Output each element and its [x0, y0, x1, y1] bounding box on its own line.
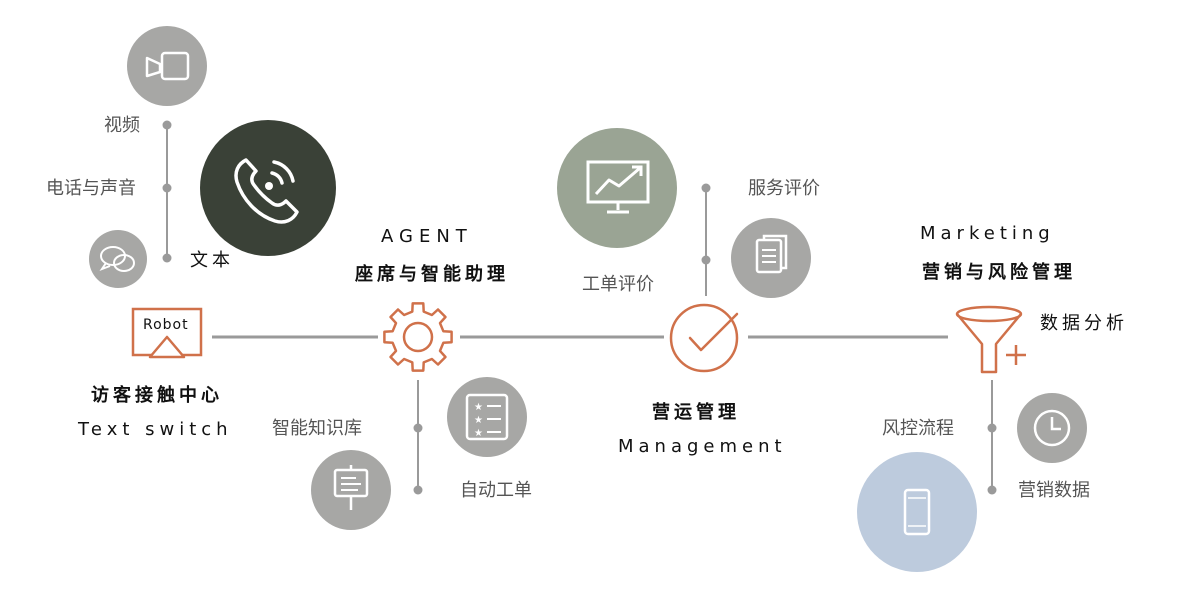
label-marketing-data: 营销数据 [1018, 480, 1090, 501]
document-icon [731, 218, 811, 298]
phone-icon [200, 120, 336, 256]
stage4-dot-risk [987, 423, 997, 433]
ticket-list-icon: ★ ★ ★ [447, 377, 527, 457]
robot-monitor-icon [131, 307, 203, 359]
svg-text:★: ★ [474, 428, 483, 439]
funnel-icon [955, 305, 1026, 374]
stage3-dot-ticket [701, 255, 711, 265]
mobile-icon [857, 452, 977, 572]
video-icon [127, 26, 207, 106]
stage1-title-en: Text switch [78, 419, 233, 440]
stage4-title-cn: 营销与风险管理 [922, 262, 1076, 283]
robot-label: Robot [143, 317, 189, 333]
label-service-eval: 服务评价 [748, 178, 820, 199]
check-icon [669, 303, 739, 373]
kb-sign-icon [311, 450, 391, 530]
label-text: 文本 [190, 250, 234, 271]
stage1-dot-video [162, 120, 172, 130]
stage1-title-cn: 访客接触中心 [91, 385, 223, 406]
label-data-analysis: 数据分析 [1040, 313, 1128, 334]
stage4-dot-marketing [987, 485, 997, 495]
trend-monitor-icon [557, 128, 677, 248]
label-risk-flow: 风控流程 [882, 418, 954, 439]
label-phone-voice: 电话与声音 [46, 178, 136, 199]
stage2-title-cn: 座席与智能助理 [355, 264, 509, 285]
svg-text:★: ★ [474, 402, 483, 413]
stage2-title-en: AGENT [381, 226, 473, 247]
label-auto-ticket: 自动工单 [460, 480, 532, 501]
stage3-dot-service [701, 183, 711, 193]
stage3-title-en: Management [618, 436, 787, 457]
chat-icon [89, 230, 147, 288]
stage2-dot-ticket [413, 485, 423, 495]
label-knowledge-base: 智能知识库 [272, 418, 362, 439]
stage2-dot-kb [413, 423, 423, 433]
stage3-title-cn: 营运管理 [652, 402, 740, 423]
label-video: 视频 [104, 115, 140, 136]
stage4-title-en: Marketing [920, 223, 1055, 244]
gear-icon [383, 302, 453, 372]
clock-icon [1017, 393, 1087, 463]
svg-text:★: ★ [474, 415, 483, 426]
label-ticket-eval: 工单评价 [582, 274, 654, 295]
stage1-dot-phone [162, 183, 172, 193]
stage1-dot-text [162, 253, 172, 263]
